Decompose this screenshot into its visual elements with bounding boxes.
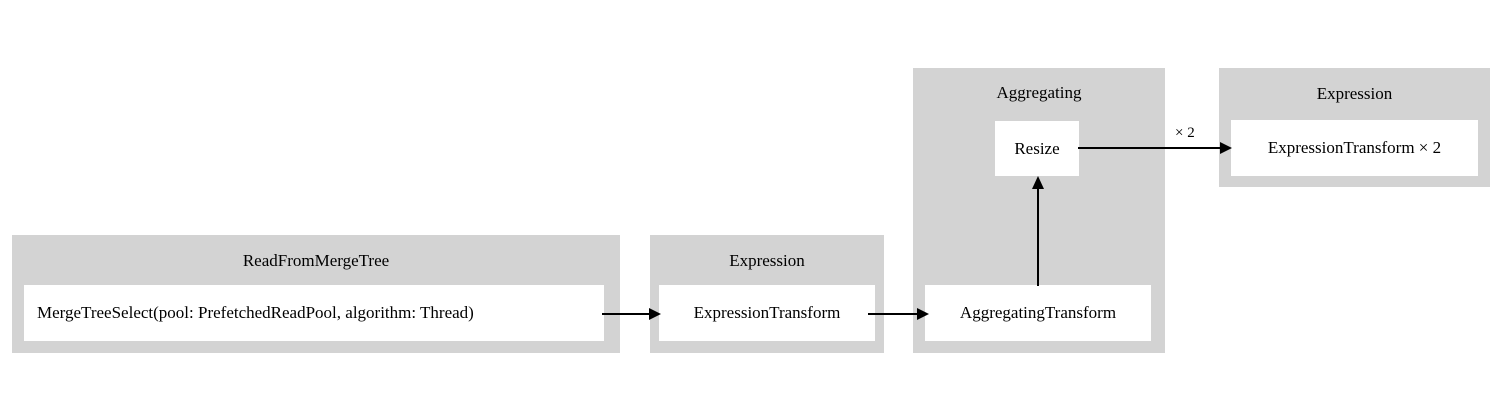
node-resize[interactable]: Resize: [995, 121, 1079, 176]
node-expression-transform-1[interactable]: ExpressionTransform: [659, 285, 875, 341]
edge-label-resize-to-expression-transform-2: × 2: [1175, 125, 1195, 141]
edge-arrow-icon: [868, 308, 929, 320]
cluster-label-expression-2: Expression: [1316, 84, 1393, 103]
node-aggregating-transform[interactable]: AggregatingTransform: [925, 285, 1151, 341]
node-merge-tree-select[interactable]: MergeTreeSelect(pool: PrefetchedReadPool…: [24, 285, 604, 341]
edge-arrow-icon: [1078, 142, 1232, 154]
edge-expression-transform-1-to-aggregating-transform: [868, 305, 930, 323]
edge-select-to-expression-transform-1: [602, 305, 662, 323]
cluster-label-expression-1: Expression: [729, 251, 805, 270]
edge-resize-to-expression-transform-2: [1078, 139, 1233, 157]
edge-arrow-icon: [602, 308, 661, 320]
node-expression-transform-2[interactable]: ExpressionTransform × 2: [1231, 120, 1478, 176]
edge-arrow-icon: [1032, 176, 1044, 286]
cluster-label-aggregating: Aggregating: [996, 83, 1082, 102]
cluster-label-read-from-merge-tree: ReadFromMergeTree: [242, 251, 390, 270]
edge-aggregating-transform-to-resize: [1029, 176, 1047, 286]
